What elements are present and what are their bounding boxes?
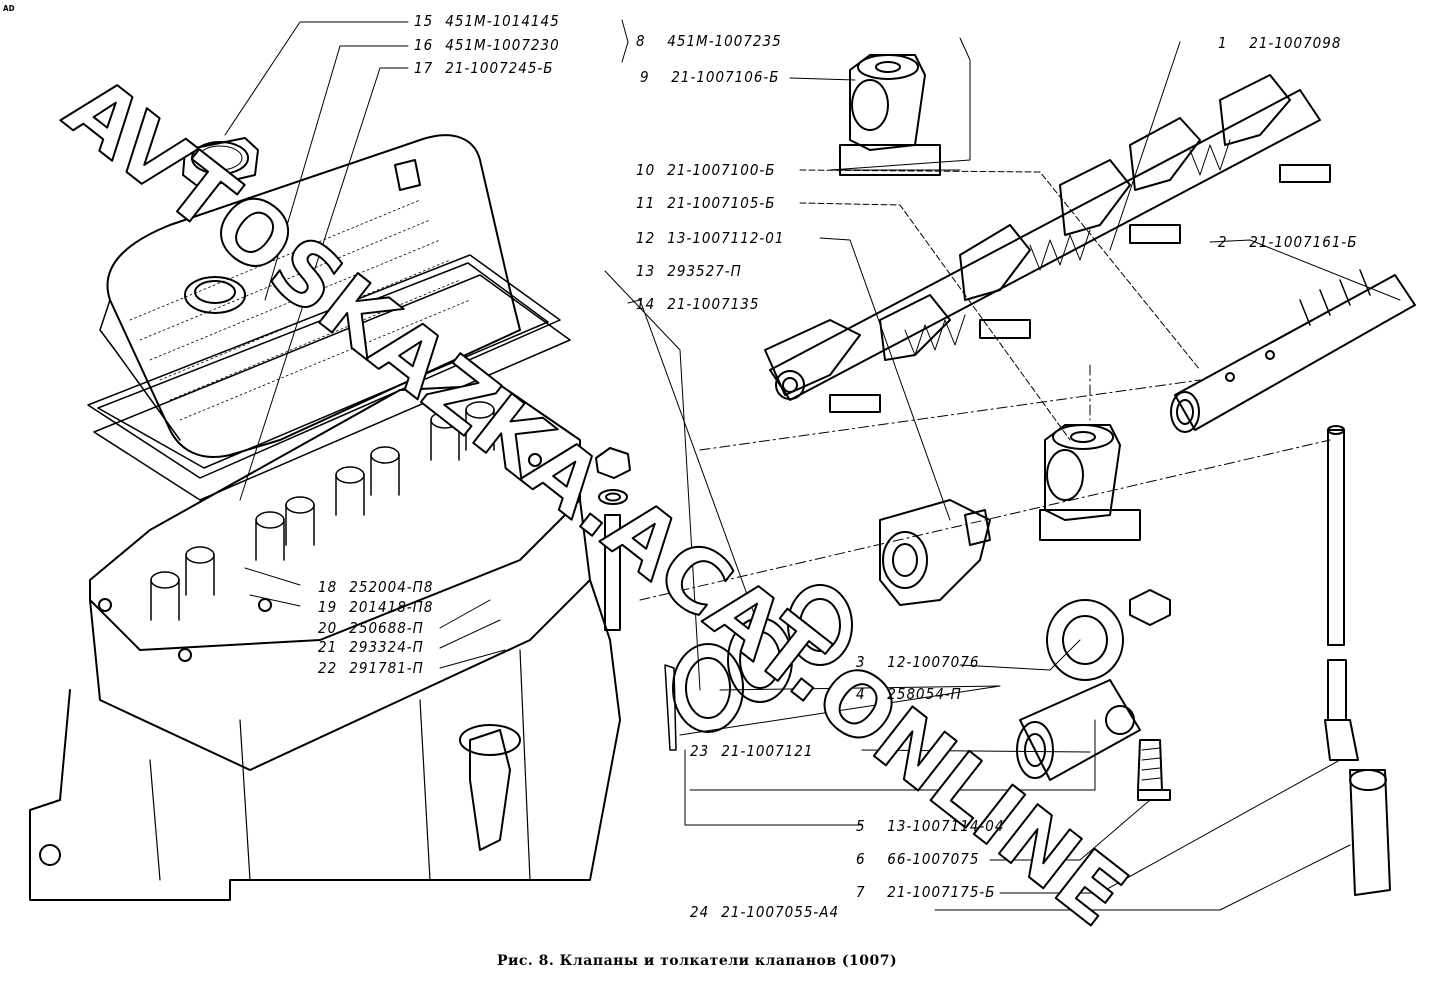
part-label: 10 21-1007100-Б <box>636 161 776 179</box>
part-label: 15 451М-1014145 <box>414 12 560 30</box>
part-label: 16 451М-1007230 <box>414 36 560 54</box>
rocker-shaft <box>1170 269 1416 433</box>
leader-lines <box>224 19 1401 911</box>
part-label: 13 293527-П <box>636 262 742 280</box>
part-label: 24 21-1007055-А4 <box>690 903 840 921</box>
part-label: 19 201418-П8 <box>318 598 434 616</box>
part-label: 5 13-1007114-04 <box>856 817 1005 835</box>
rocker-arm <box>879 499 991 606</box>
rocker-shaft-bracket-lower <box>1039 424 1141 541</box>
part-label: 23 21-1007121 <box>690 742 814 760</box>
tappet <box>1324 659 1391 896</box>
washers <box>672 584 853 733</box>
engine-block <box>29 579 621 901</box>
spring-washer <box>1046 589 1171 681</box>
rocker-shaft-bracket-top <box>839 54 941 176</box>
part-label: 9 21-1007106-Б <box>640 68 780 86</box>
part-label: 12 13-1007112-01 <box>636 229 785 247</box>
watermark-text: AVTOSKAZKA.ACAT.ONLINE <box>47 58 1144 946</box>
rocker-brackets <box>829 164 1331 413</box>
valve-cover <box>99 134 521 458</box>
cotter-pin <box>664 664 677 751</box>
corner-mark: AD <box>3 4 15 13</box>
part-label: 14 21-1007135 <box>636 295 760 313</box>
part-label: 4 258054-П <box>856 685 962 703</box>
part-label: 21 293324-П <box>318 638 424 656</box>
rocker-end-cap <box>1016 679 1141 781</box>
oil-filler-cap <box>182 137 259 189</box>
cylinder-head <box>89 384 591 771</box>
push-rod <box>1327 425 1345 646</box>
part-label: 18 252004-П8 <box>318 578 434 596</box>
figure-caption: Рис. 8. Клапаны и толкатели клапанов (10… <box>497 953 898 969</box>
stud-nut-washer <box>595 447 631 631</box>
part-label: 11 21-1007105-Б <box>636 194 776 212</box>
rocker-springs <box>904 139 1231 356</box>
part-label: 17 21-1007245-Б <box>414 59 554 77</box>
rocker-shaft-assembly <box>764 74 1331 413</box>
part-label: 8 451М-1007235 <box>636 32 782 50</box>
adjusting-screw <box>1137 739 1171 801</box>
cover-gasket <box>87 254 571 501</box>
part-label: 20 250688-П <box>318 619 424 637</box>
watermark: AVTOSKAZKA.ACAT.ONLINE <box>46 57 1145 947</box>
part-label: 1 21-1007098 <box>1218 34 1342 52</box>
part-label: 3 12-1007076 <box>856 653 980 671</box>
part-label: 7 21-1007175-Б <box>856 883 996 901</box>
rocker-arms <box>764 74 1291 396</box>
part-label: 22 291781-П <box>318 659 424 677</box>
part-label: 6 66-1007075 <box>856 850 980 868</box>
part-label: 2 21-1007161-Б <box>1218 233 1358 251</box>
valve-springs <box>150 401 495 621</box>
